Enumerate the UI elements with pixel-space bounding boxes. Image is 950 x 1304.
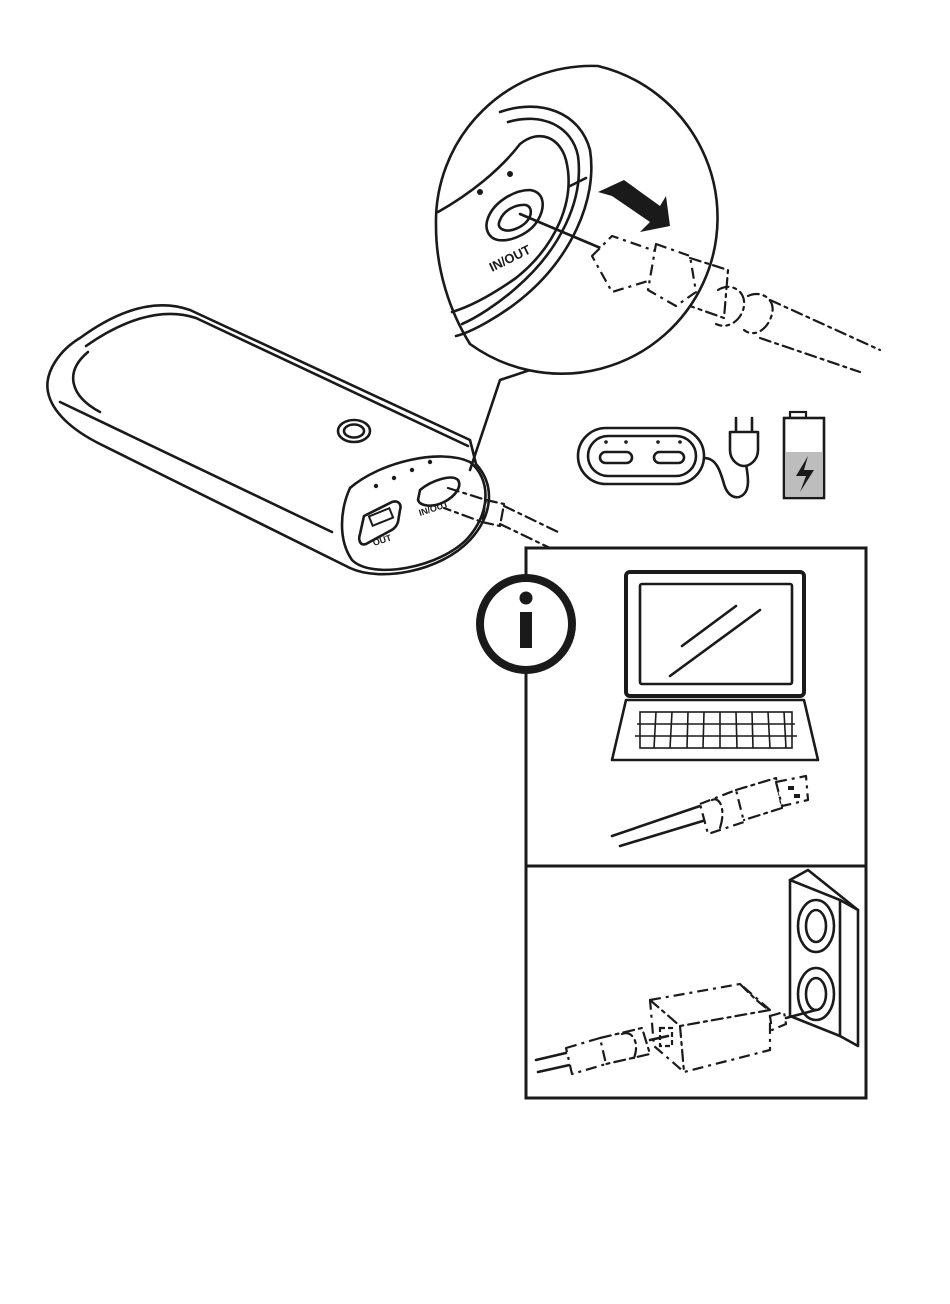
usb-cable-laptop bbox=[612, 776, 808, 846]
power-bank bbox=[47, 305, 489, 574]
usb-cable-adapter bbox=[536, 1028, 668, 1074]
laptop-icon bbox=[612, 572, 818, 760]
power-bank-top-view bbox=[578, 428, 748, 497]
info-icon bbox=[480, 578, 572, 670]
battery-charging-icon bbox=[784, 412, 824, 498]
wall-outlet bbox=[790, 870, 858, 1046]
plug-icon bbox=[730, 418, 758, 466]
